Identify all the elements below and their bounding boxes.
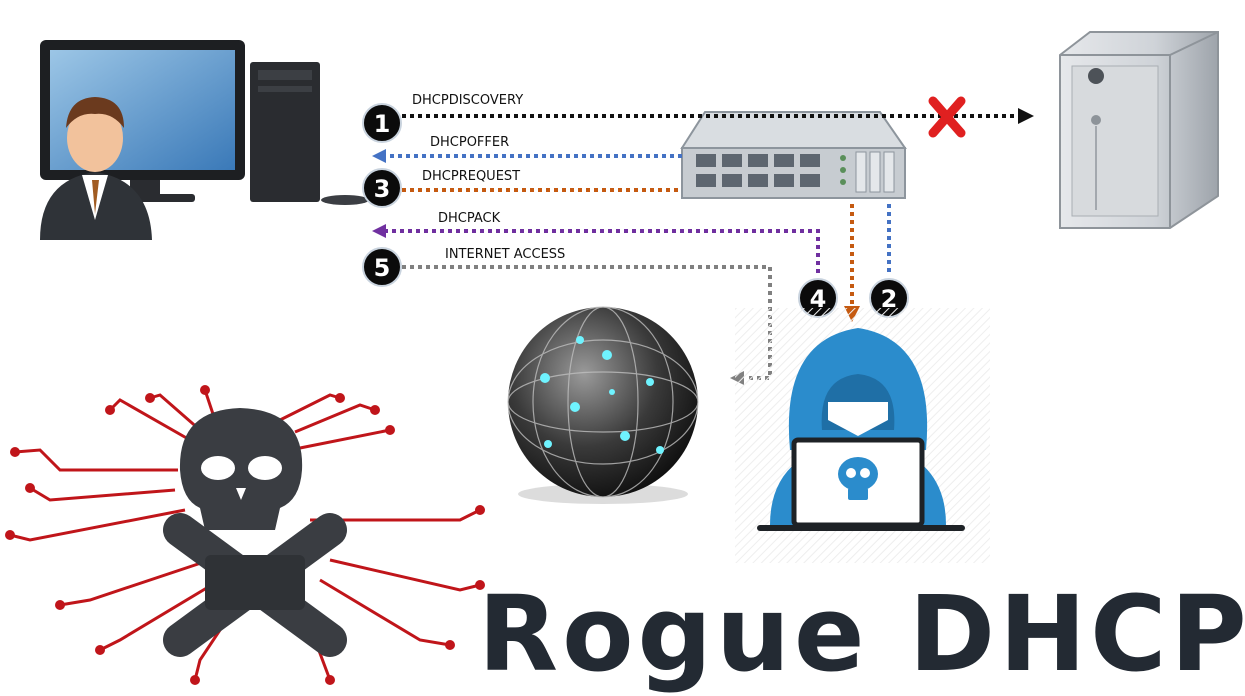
svg-text:1: 1 bbox=[374, 110, 391, 138]
step-badge-3: 3 bbox=[362, 168, 402, 208]
svg-text:4: 4 bbox=[810, 285, 827, 313]
user-computer-icon bbox=[40, 40, 369, 240]
label-internet: INTERNET ACCESS bbox=[445, 247, 565, 262]
hooded-hacker-icon bbox=[735, 308, 990, 563]
arrow-ack-head bbox=[372, 224, 386, 238]
step-badge-2: 2 bbox=[869, 278, 909, 318]
label-discovery: DHCPDISCOVERY bbox=[412, 93, 523, 108]
page-title: Rogue DHCP bbox=[478, 573, 1245, 695]
label-request: DHCPREQUEST bbox=[422, 169, 520, 184]
step-badge-5: 5 bbox=[362, 247, 402, 287]
red-x-icon bbox=[928, 96, 966, 138]
internet-globe-icon bbox=[507, 306, 699, 504]
label-ack: DHCPACK bbox=[438, 211, 501, 226]
label-offer: DHCPOFFER bbox=[430, 135, 509, 150]
svg-text:5: 5 bbox=[374, 254, 391, 282]
step-badge-1: 1 bbox=[362, 103, 402, 143]
dhcp-server-icon bbox=[1059, 31, 1219, 229]
line-ack bbox=[386, 229, 820, 273]
svg-text:3: 3 bbox=[374, 175, 391, 203]
step-badge-4: 4 bbox=[798, 278, 838, 318]
circuit-skull-icon bbox=[5, 385, 485, 685]
network-switch-icon bbox=[680, 111, 907, 199]
arrow-discovery-head bbox=[1018, 108, 1034, 124]
svg-text:2: 2 bbox=[881, 285, 898, 313]
arrow-offer-head bbox=[372, 149, 386, 163]
